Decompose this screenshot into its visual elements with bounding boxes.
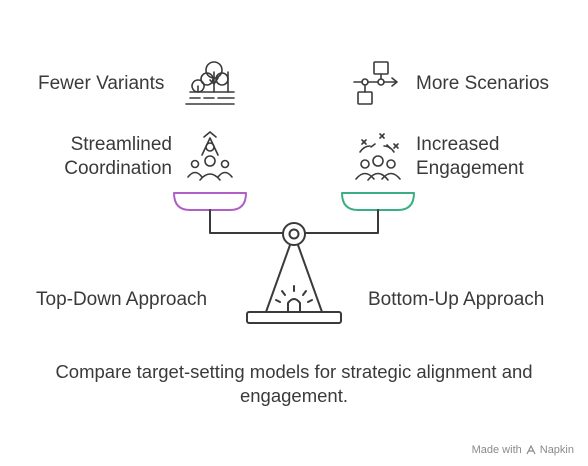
increased-engagement-line1: Increased <box>416 134 500 155</box>
streamlined-coordination-label: Streamlined Coordination <box>64 133 172 181</box>
streamlined-coordination-line1: Streamlined <box>70 134 172 155</box>
hierarchy-people-icon <box>187 131 233 181</box>
scale-pivot <box>282 222 306 246</box>
bottom-up-approach-label: Bottom-Up Approach <box>368 289 545 310</box>
footer: Made with Napkin <box>472 444 574 456</box>
more-scenarios-label: More Scenarios <box>416 73 550 94</box>
increased-engagement-label: Increased Engagement <box>416 133 524 181</box>
fewer-variants-label: Fewer Variants <box>38 73 165 94</box>
caption: Compare target-setting models for strate… <box>55 361 533 406</box>
scale-base <box>246 311 342 324</box>
top-down-approach-label: Top-Down Approach <box>36 289 208 310</box>
left-pan <box>173 192 247 211</box>
increased-engagement-line2: Engagement <box>416 158 524 179</box>
footer-prefix: Made with <box>471 444 522 456</box>
scale-stand <box>265 244 323 313</box>
napkin-logo-icon <box>526 445 536 455</box>
balance-scale-icon <box>173 192 415 324</box>
scale-beam <box>209 209 379 234</box>
streamlined-coordination-line2: Coordination <box>64 158 172 179</box>
trees-icon <box>185 61 235 105</box>
flowchart-icon <box>353 61 398 105</box>
right-pan <box>341 192 415 211</box>
group-people-icon <box>355 133 401 181</box>
footer-brand: Napkin <box>539 444 574 456</box>
